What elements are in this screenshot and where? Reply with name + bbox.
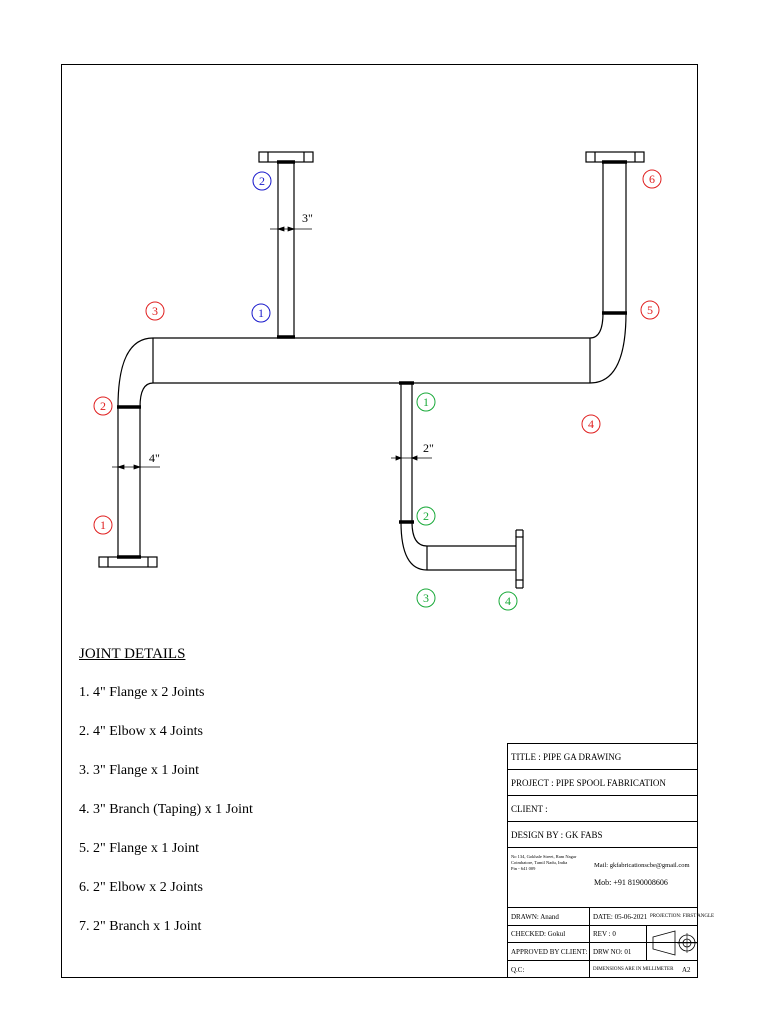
green-marker-1: 1 bbox=[423, 395, 429, 409]
blue-marker-1: 1 bbox=[258, 306, 264, 320]
qc-field: Q.C: bbox=[508, 961, 590, 978]
rev-field: REV : 0 bbox=[590, 926, 647, 942]
checked-field: CHECKED: Gokul bbox=[508, 926, 590, 942]
joint-item: 3. 3" Flange x 1 Joint bbox=[79, 763, 200, 778]
red-marker-6: 6 bbox=[649, 172, 655, 186]
red-marker-circle bbox=[581, 414, 601, 434]
date-field: DATE: 05-06-2021 bbox=[593, 912, 648, 921]
green-marker-4: 4 bbox=[505, 594, 511, 608]
joint-item: 1. 4" Flange x 2 Joints bbox=[79, 685, 205, 700]
drawn-field: DRAWN: Anand bbox=[508, 908, 590, 925]
design-by-field: DESIGN BY : GK FABS bbox=[511, 829, 603, 840]
red-marker-3: 3 bbox=[152, 304, 158, 318]
red-marker-2: 2 bbox=[100, 399, 106, 413]
green-marker-circle bbox=[416, 588, 436, 608]
first-angle-projection-icon bbox=[652, 930, 697, 956]
drw-no-field: DRW NO: 01 bbox=[590, 943, 647, 960]
sheet-size: A2 bbox=[682, 965, 691, 974]
red-marker-5: 5 bbox=[647, 303, 653, 317]
company-address: No 134, Gokhale Street, Ram Nagar Coimba… bbox=[511, 854, 577, 871]
red-marker-circle bbox=[93, 396, 113, 416]
joint-details-heading: JOINT DETAILS bbox=[79, 646, 186, 662]
mail-field: Mail: gkfabricationscbe@gmail.com bbox=[594, 862, 690, 869]
right-elbow-outer bbox=[589, 312, 627, 384]
left-elbow-outer bbox=[117, 337, 154, 408]
project-field: PROJECT : PIPE SPOOL FABRICATION bbox=[511, 777, 666, 788]
client-field: CLIENT : bbox=[511, 803, 548, 814]
dimensions-note: DIMENSIONS ARE IN MILLIMETER bbox=[593, 967, 674, 972]
blue-marker-circle bbox=[251, 303, 271, 323]
joint-details: JOINT DETAILS 1. 4" Flange x 2 Joints 2.… bbox=[79, 646, 379, 958]
red-marker-circle bbox=[640, 300, 660, 320]
joint-item: 2. 4" Elbow x 4 Joints bbox=[79, 724, 203, 739]
green-marker-3: 3 bbox=[423, 591, 429, 605]
joint-item: 5. 2" Flange x 1 Joint bbox=[79, 841, 200, 856]
red-marker-circle bbox=[93, 515, 113, 535]
left-elbow-inner bbox=[139, 382, 154, 408]
title-block: TITLE : PIPE GA DRAWING PROJECT : PIPE S… bbox=[507, 743, 715, 978]
mob-field: Mob: +91 8190008606 bbox=[594, 878, 668, 887]
title-field: TITLE : PIPE GA DRAWING bbox=[511, 751, 622, 762]
right-elbow-inner bbox=[589, 312, 604, 339]
lower-elbow-inner bbox=[411, 521, 428, 547]
drawing-sheet-border bbox=[61, 64, 698, 978]
joint-item: 6. 2" Elbow x 2 Joints bbox=[79, 880, 203, 895]
red-marker-circle bbox=[145, 301, 165, 321]
joint-item: 4. 3" Branch (Taping) x 1 Joint bbox=[79, 802, 253, 817]
green-marker-2: 2 bbox=[423, 509, 429, 523]
red-marker-circle bbox=[642, 169, 662, 189]
joint-item: 7. 2" Branch x 1 Joint bbox=[79, 919, 202, 934]
dimension-3-label: 3" bbox=[302, 211, 313, 225]
green-marker-circle bbox=[416, 506, 436, 526]
green-marker-circle bbox=[498, 591, 518, 611]
red-marker-4: 4 bbox=[588, 417, 594, 431]
dimension-4-label: 4" bbox=[149, 451, 160, 465]
projection-field: PROJECTION: FIRST ANGLE bbox=[650, 914, 715, 919]
blue-marker-2: 2 bbox=[259, 174, 265, 188]
red-marker-1: 1 bbox=[100, 518, 106, 532]
green-marker-circle bbox=[416, 392, 436, 412]
blue-marker-circle bbox=[252, 171, 272, 191]
approved-field: APPROVED BY CLIENT: bbox=[508, 943, 590, 960]
end-flange bbox=[515, 536, 524, 581]
lower-elbow-outer bbox=[400, 521, 428, 571]
dimension-2-label: 2" bbox=[423, 441, 434, 455]
